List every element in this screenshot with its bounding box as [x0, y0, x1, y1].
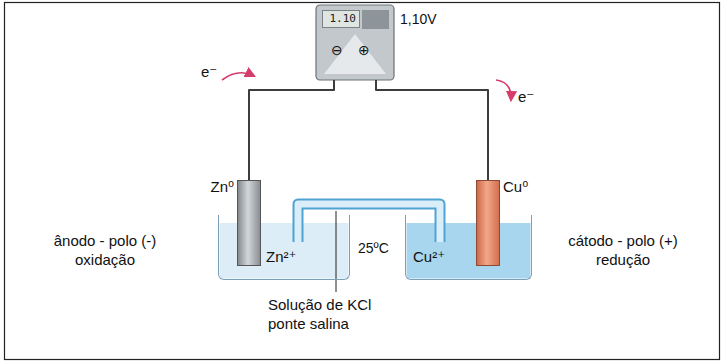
wire — [249, 80, 334, 180]
voltmeter-body — [316, 5, 394, 80]
voltmeter: 1.101,10V — [316, 5, 394, 80]
voltmeter-display: 1.10 — [322, 10, 360, 28]
electron-label: e⁻ — [518, 88, 534, 107]
wire — [376, 80, 488, 180]
salt-bridge — [298, 204, 440, 215]
copper-solution — [407, 223, 531, 279]
salt-bridge-tube — [298, 204, 440, 215]
copper-beaker: Cu²⁺ — [405, 215, 532, 280]
electrode-label: Cu⁰ — [503, 178, 528, 195]
cathode-label: cátodo - polo (+) redução — [548, 232, 698, 270]
plus-terminal: ⊕ — [358, 42, 370, 60]
voltmeter-dial — [324, 34, 386, 74]
wire-path — [376, 80, 488, 180]
bridge-leg — [435, 215, 446, 242]
zinc-electrode: Zn⁰ — [237, 180, 261, 266]
temperature-label: 25ºC — [358, 240, 389, 258]
frame — [5, 3, 720, 360]
anode-label: ânodo - polo (-) oxidação — [30, 232, 180, 270]
bridge-leg-core — [437, 215, 444, 242]
electron-label: e⁻ — [201, 63, 217, 82]
voltmeter-panel — [362, 10, 389, 29]
bridge-leg — [293, 215, 304, 242]
bridge-leg-core — [295, 215, 302, 242]
zinc-beaker: Zn²⁺ — [218, 215, 350, 280]
ion-label: Zn²⁺ — [266, 248, 296, 265]
voltage-reading: 1,10V — [400, 11, 437, 27]
salt-bridge-legs — [298, 215, 440, 242]
salt-bridge-core — [298, 204, 440, 215]
voltmeter-symbol — [316, 5, 394, 80]
electron-flow-arrow — [496, 80, 511, 100]
electrode-label: Zn⁰ — [210, 178, 234, 195]
ion-label: Cu²⁺ — [413, 248, 445, 265]
electron-flow-arrow — [222, 73, 254, 80]
copper-electrode: Cu⁰ — [476, 180, 500, 266]
wire-path — [249, 80, 334, 180]
salt-bridge-label: Solução de KCl ponte salina — [268, 296, 398, 334]
minus-terminal: ⊖ — [331, 42, 343, 60]
